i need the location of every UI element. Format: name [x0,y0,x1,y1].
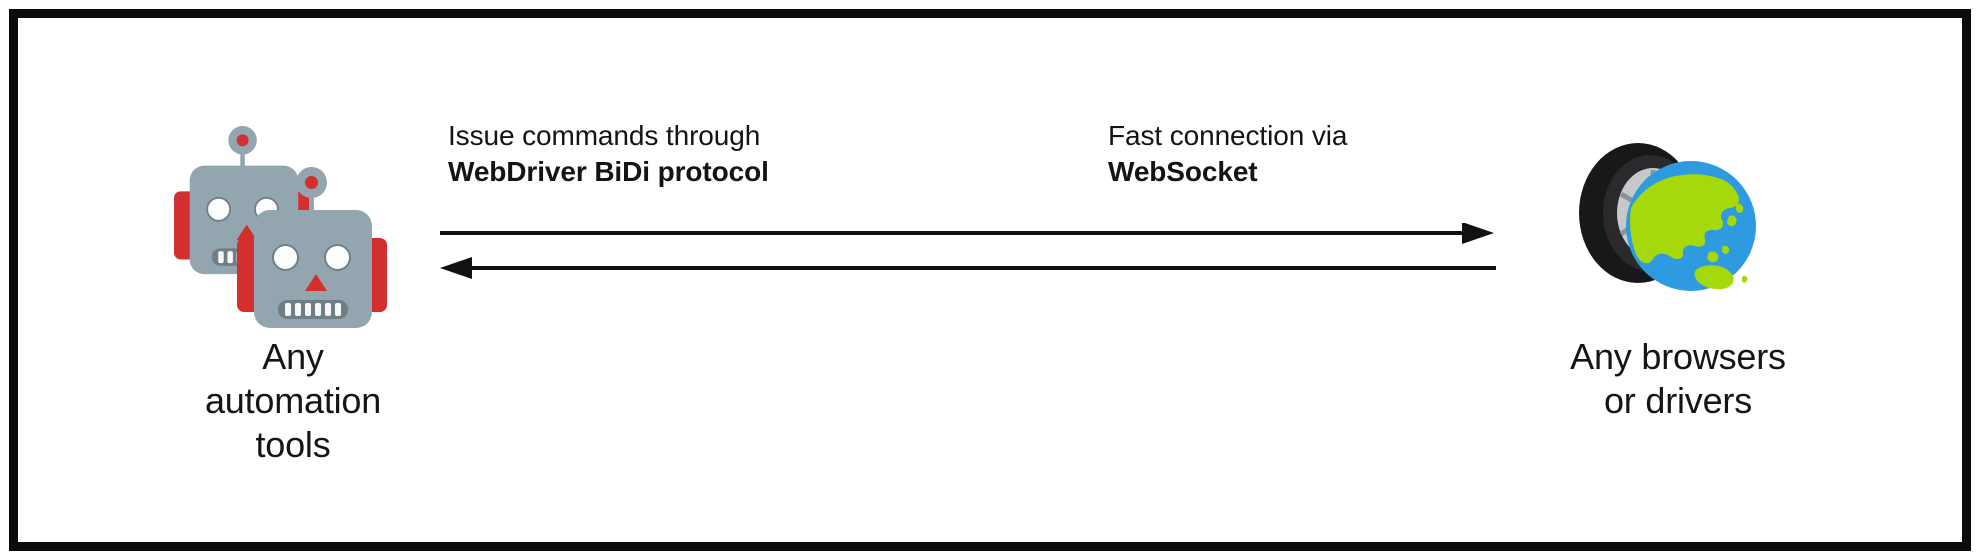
robot-icon [173,126,401,328]
robot-antenna-dot [236,134,249,147]
left-node-caption: Any automation tools [204,336,382,465]
robot-tooth [304,303,311,316]
node-automation-tools: Any automation tools [128,126,458,467]
connection-arrows [438,222,1498,293]
right-node-caption: Any browsers or drivers [1570,336,1786,421]
diagram-frame: Any automation tools Issue commands thro… [9,9,1971,551]
globe-icon [1626,161,1756,291]
robot-tooth [226,251,233,264]
label-commands-line1: Issue commands through [448,120,761,151]
robot-tooth [294,303,301,316]
arrow-right [440,222,1494,244]
globe-and-tire-icon [1563,138,1793,313]
robot-mouth [277,300,348,319]
robot-eye-left [271,244,299,271]
label-webdriver-bidi: Issue commands through WebDriver BiDi pr… [448,118,769,190]
robot-nose [236,224,257,241]
diagram-canvas: Any automation tools Issue commands thro… [18,18,1962,542]
arrow-left [440,257,1496,279]
arrow-right-head [1462,222,1494,244]
robot-tooth [334,303,341,316]
robot-tooth [217,251,224,264]
arrow-left-head [440,257,472,279]
robot-tooth [314,303,321,316]
robot-eye-left [205,196,231,222]
robot-tooth [324,303,331,316]
robot-antenna-dot [304,176,318,189]
robot-head [253,210,372,328]
robot-tooth [284,303,291,316]
label-socket-line1: Fast connection via [1108,120,1348,151]
node-browsers-drivers: Any browsers or drivers [1498,138,1858,423]
label-websocket: Fast connection via WebSocket [1108,118,1347,190]
arrows-svg [440,222,1496,279]
robot-eye-right [323,244,351,271]
robot-nose [304,274,327,291]
label-socket-line2: WebSocket [1108,155,1258,187]
label-commands-line2: WebDriver BiDi protocol [448,155,769,187]
